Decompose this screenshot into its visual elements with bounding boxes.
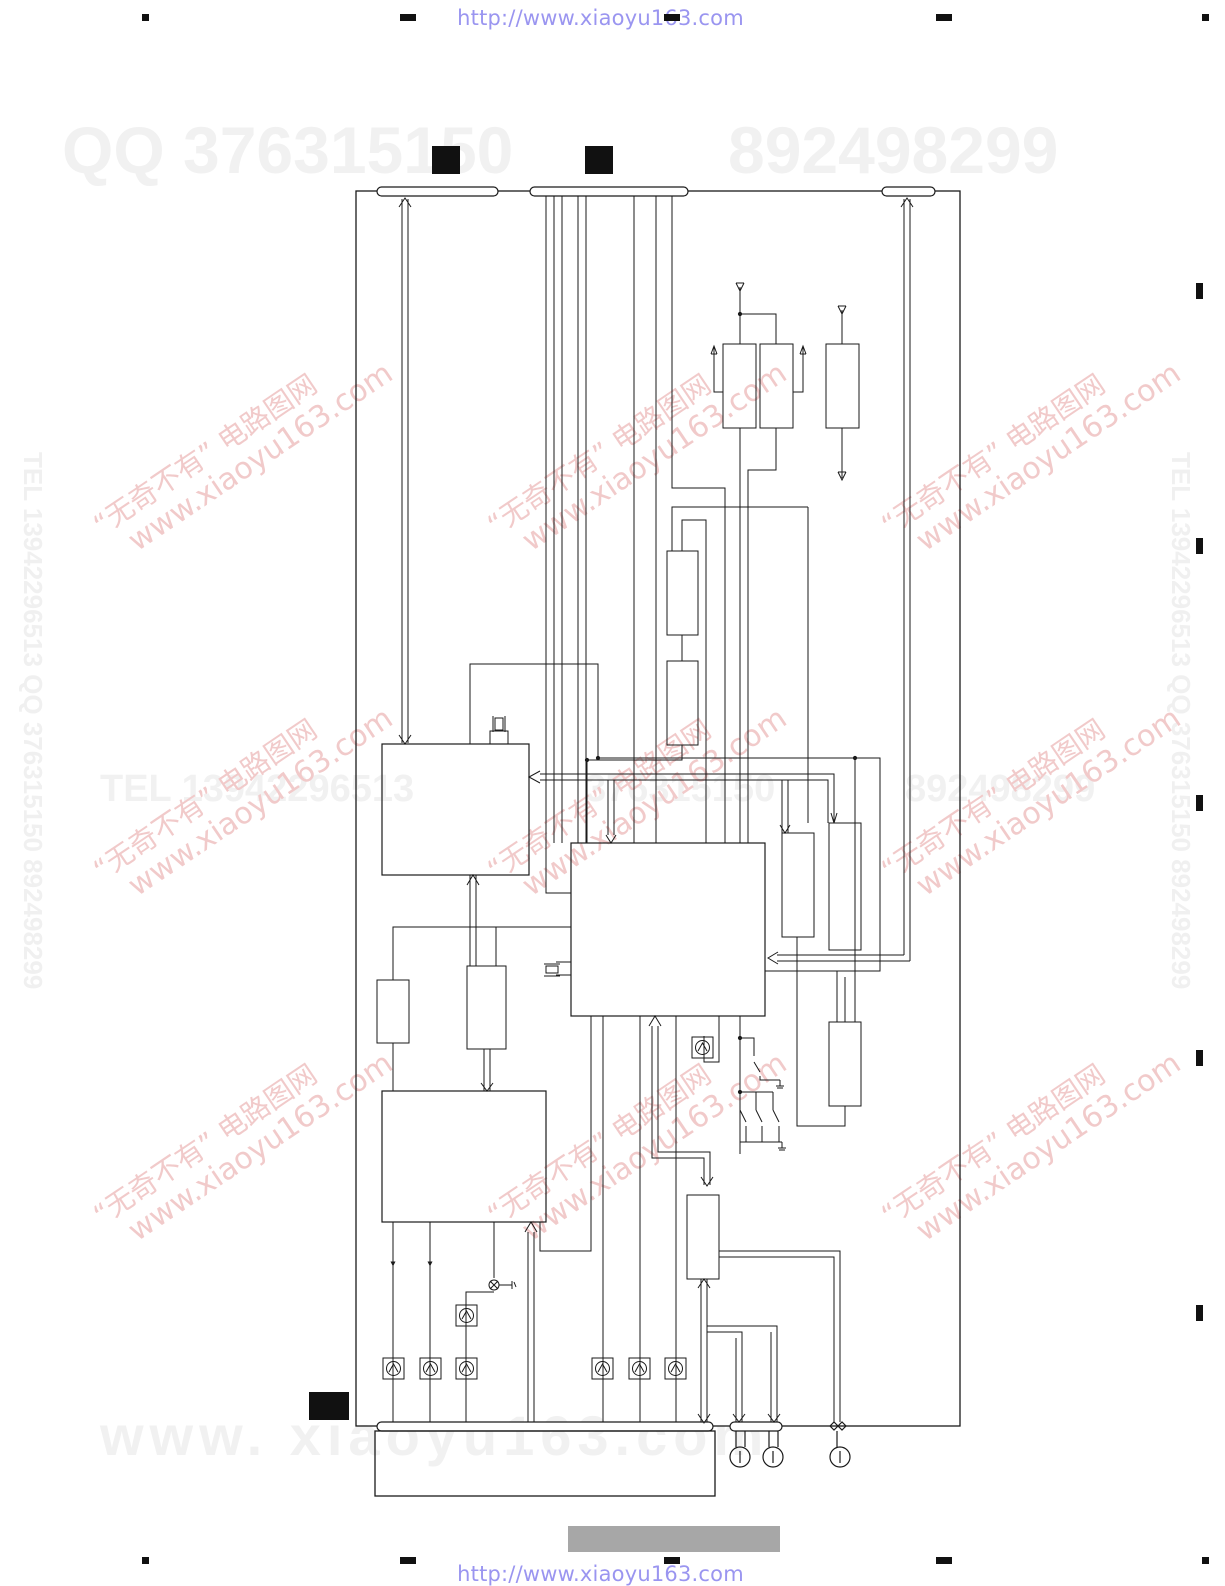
lower-left-outputs [390,1222,495,1422]
watermark-tel: TEL 13942296513 [100,768,415,810]
header-url: http://www.xiaoyu163.com [457,6,744,30]
block-reg-1 [722,343,757,429]
watermark-bottom: www. xiaoyu163.com [100,1404,770,1467]
black-label-block [309,1392,349,1420]
bus-double-arrow-right [767,197,914,965]
block-small-mid [466,965,507,1050]
block-main-ic [570,842,766,1017]
watermark-mid-2: 892498299 [905,768,1096,810]
page-number-bar [568,1526,780,1552]
block-right-1 [781,832,815,938]
main-ic-bottom-lines [602,1015,714,1422]
watermark-mid: 376315150 [585,768,776,810]
lamp-symbol [488,1279,517,1291]
block-vert-2 [666,660,699,746]
crystal-left [544,961,571,977]
driver-wiring [697,1250,841,1424]
block-small-left [376,979,410,1044]
switch-area [703,937,846,1154]
watermark-qq-2: 892498299 [728,113,1059,187]
registration-marks [142,14,1209,1564]
block-right-3 [828,1021,862,1107]
top-signal-lines [545,196,726,894]
block-right-2 [828,822,862,951]
block-vert-1 [666,550,699,636]
block-lower-left [381,1090,547,1223]
black-label-block [585,146,613,174]
left-side-wiring [392,874,592,1422]
black-label-block [432,146,460,174]
board-outline [355,190,961,1427]
external-box [374,1430,716,1497]
vert-block-wiring [587,506,809,843]
block-reg-3 [825,343,860,429]
footer-url: http://www.xiaoyu163.com [457,1562,744,1586]
crystal-top [489,716,509,744]
block-reg-2 [759,343,794,429]
horizontal-bus [527,755,881,1022]
motor-symbols [729,1421,851,1468]
bus-double-arrow-left [398,197,412,745]
block-driver [686,1194,720,1280]
transistor-row [382,1036,714,1380]
upper-left-loop [469,663,599,758]
block-upper-left [381,743,530,876]
